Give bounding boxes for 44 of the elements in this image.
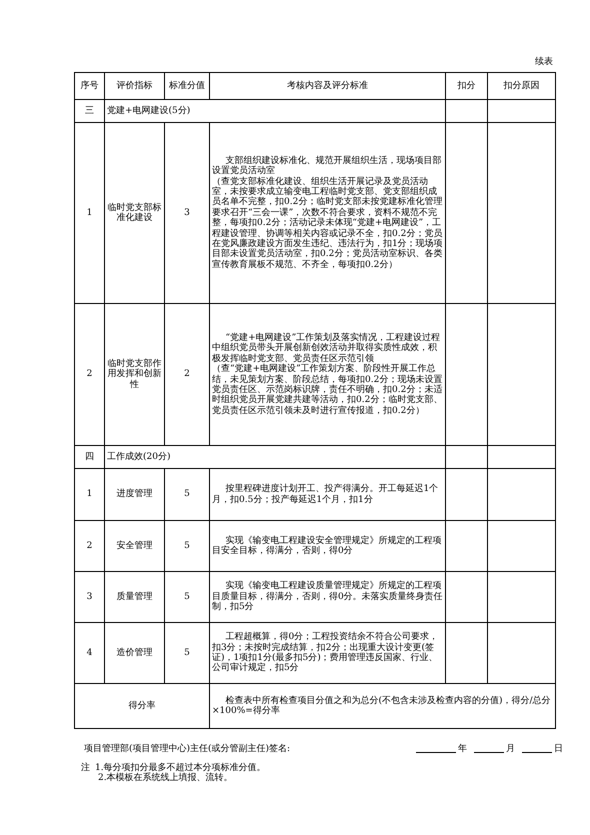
table-cell: 支部组织建设标准化、规范开展组织生活，现场项目部设置党员活动室 （查党支部标准化建设、组织生活开展记录及党员活动室，未按要求成立输变电工程临时党支部、党支部组织成员名单不完整，扣0.2分；临时党支部未按党建标准化管理要求召开“三会一课”，次数不符合要求，资料不规范不完整，每项扣0.2分；活动记录未体现“党建+电网建设”，工程建设管理、协调等相关内容或记录不全，扣0.2分；党员在党风廉政建设方面发生违纪、违法行为，扣1分；现场项目部未设置党员活动室，扣0.2分；党员活动室标识、各类宣传教育展板不规范、不齐全，每项扣0.2分） (210, 122, 446, 304)
table-cell: 5 (164, 520, 210, 572)
table-cell: 得分率 (74, 684, 210, 728)
table-cell: 实现《输变电工程建设安全管理规定》所规定的工程项目安全目标，得满分，否则，得0分 (210, 520, 446, 572)
table-cell: 临时党支部标准化建设 (104, 122, 164, 304)
header-cell: 扣分原因 (488, 72, 556, 100)
header-cell: 标准分值 (164, 72, 210, 100)
header-cell: 考核内容及评分标准 (210, 72, 446, 100)
table-caption: 续表 (535, 56, 553, 68)
table-cell: 1 (74, 122, 104, 304)
table-cell: 临时党支部作用发挥和创新性 (104, 304, 164, 446)
date-label: 年 (458, 742, 467, 755)
table-cell: 质量管理 (104, 572, 164, 622)
header-cell: 扣分 (446, 72, 488, 100)
table-cell: 5 (164, 468, 210, 520)
table-cell: 3 (74, 572, 104, 622)
section-cell: 工作成效(20分) (104, 446, 446, 468)
section-cell: 三 (74, 100, 104, 122)
table-cell: 5 (164, 622, 210, 684)
header-cell: 评价指标 (104, 72, 164, 100)
note-text: 2.本模板在系统线上填报、流转。 (98, 772, 233, 784)
date-label: 月 (506, 743, 515, 755)
section-cell: 四 (74, 446, 104, 468)
signature-label: 项目管理部(项目管理中心)主任(或分管副主任)签名: (84, 742, 290, 755)
table-cell: 5 (164, 572, 210, 622)
section-cell: 党建+电网建设(5分) (104, 100, 446, 122)
table-cell: 按里程碑进度计划开工、投产得满分。开工每延迟1个月，扣0.5分；投产每延迟1个月，扣1分 (210, 468, 446, 520)
table-cell: 进度管理 (104, 468, 164, 520)
table-cell: 造价管理 (104, 622, 164, 684)
table-cell: 工程超概算，得0分；工程投资结余不符合公司要求，扣3分；未按时完成结算，扣2分；出现重大设计变更(签证)，1项扣1分(最多扣5分)；费用管理违反国家、行业、公司审计规定，扣5分 (210, 622, 446, 684)
table-cell: 检查表中所有检查项目分值之和为总分(不包含未涉及检查内容的分值)，得分/总分×100%=得分率 (210, 684, 556, 728)
table-cell: 实现《输变电工程建设质量管理规定》所规定的工程项目质量目标，得满分，否则，得0分。未落实质量终身责任制，扣5分 (210, 572, 446, 622)
table-cell: 4 (74, 622, 104, 684)
table-cell: 2 (74, 520, 104, 572)
table-cell: 1 (74, 468, 104, 520)
table-cell: 2 (164, 304, 210, 446)
header-cell: 序号 (74, 72, 104, 100)
date-label: 日 (554, 743, 563, 755)
table-cell: 2 (74, 304, 104, 446)
table-cell: 3 (164, 122, 210, 304)
table-cell: “党建+电网建设”工作策划及落实情况，工程建设过程中组织党员带头开展创新创效活动并取得实质性成效，积极发挥临时党支部、党员责任区示范引领 （查“党建+电网建设”工作策划方案、阶段性开展工作总结，未见策划方案、阶段总结，每项扣0.2分；现场未设置党员责任区、示范岗标识牌，责任不明确，扣0.2分；未适时组织党员开展党建共建等活动，扣0.2分；临时党支部、党员责任区示范引领未及时进行宣传报道，扣0.2分） (210, 304, 446, 446)
table-cell: 安全管理 (104, 520, 164, 572)
note-text: 1.每分项扣分最多不超过本分项标准分值。 (95, 762, 266, 773)
note-label: 注 (81, 762, 90, 774)
